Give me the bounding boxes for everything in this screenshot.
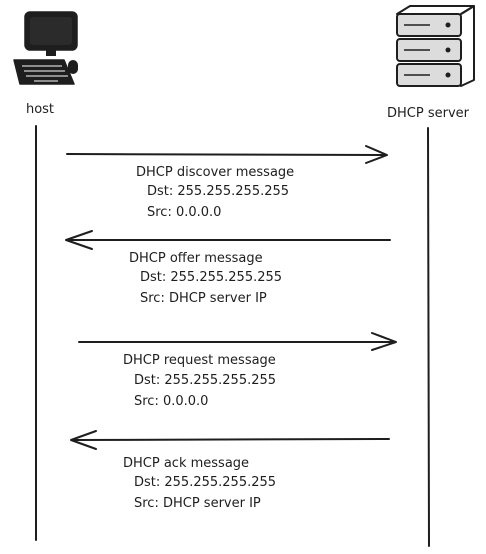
server-label: DHCP server: [387, 106, 470, 121]
request-dst: Dst: 255.255.255.255: [134, 373, 276, 388]
ack-title: DHCP ack message: [123, 456, 249, 471]
host-label: host: [26, 102, 54, 117]
ack-src: Src: DHCP server IP: [134, 496, 261, 511]
request-arrowhead: [371, 332, 397, 351]
discover-arrowhead: [365, 145, 388, 164]
message-ack: DHCP ack message Dst: 255.255.255.255 Sr…: [70, 430, 390, 511]
offer-src: Src: DHCP server IP: [140, 291, 267, 306]
offer-title: DHCP offer message: [129, 251, 263, 266]
server-lifeline: [427, 127, 430, 547]
request-title: DHCP request message: [123, 353, 276, 368]
discover-dst: Dst: 255.255.255.255: [147, 184, 289, 199]
server-icon: [396, 5, 475, 87]
message-request: DHCP request message Dst: 255.255.255.25…: [78, 332, 397, 409]
ack-arrowhead: [70, 430, 97, 450]
ack-dst: Dst: 255.255.255.255: [134, 475, 276, 490]
request-src: Src: 0.0.0.0: [134, 394, 208, 409]
discover-src: Src: 0.0.0.0: [147, 205, 221, 220]
discover-arrow: [66, 153, 387, 156]
offer-arrowhead: [65, 230, 93, 250]
discover-title: DHCP discover message: [136, 165, 294, 180]
message-discover: DHCP discover message Dst: 255.255.255.2…: [66, 145, 388, 220]
offer-dst: Dst: 255.255.255.255: [140, 270, 282, 285]
ack-arrow: [71, 438, 390, 441]
computer-icon: [13, 11, 78, 85]
message-offer: DHCP offer message Dst: 255.255.255.255 …: [65, 230, 391, 306]
